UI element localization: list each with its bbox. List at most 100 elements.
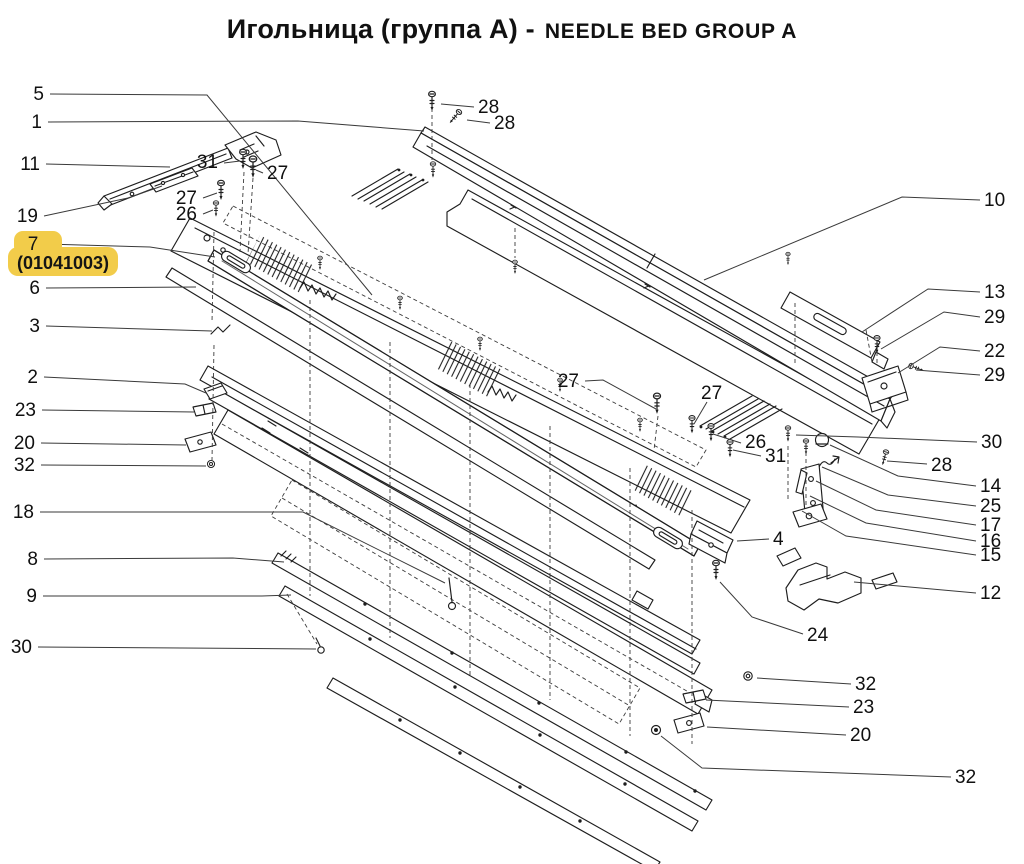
screw-icon <box>397 295 403 311</box>
screw-icon <box>637 417 643 433</box>
callout-label-19[interactable]: 19 <box>17 206 38 227</box>
nut-32-icon <box>743 671 753 681</box>
callouts-layer: 5111197632232032188930282831272726272726… <box>11 84 1005 788</box>
leader-line-16 <box>809 495 977 542</box>
callout-label-25[interactable]: 25 <box>980 496 1001 517</box>
callout-label-20[interactable]: 20 <box>850 725 871 746</box>
leader-line-10 <box>703 196 981 281</box>
screw-icon <box>477 336 483 352</box>
callout-label-8[interactable]: 8 <box>27 549 38 570</box>
callout-label-15[interactable]: 15 <box>980 545 1001 566</box>
callout-label-13[interactable]: 13 <box>984 282 1005 303</box>
leader-line-3 <box>45 325 213 332</box>
callout-label-32[interactable]: 32 <box>14 455 35 476</box>
leader-line-26 <box>712 433 742 444</box>
plate-20-right <box>673 712 705 734</box>
part-7-highlighted-strip[interactable] <box>207 249 701 557</box>
leader-line-4 <box>736 538 770 542</box>
plate-20-left <box>184 431 217 453</box>
title-english: NEEDLE BED GROUP A <box>544 20 798 43</box>
leader-line-25 <box>821 466 977 507</box>
callout-label-20[interactable]: 20 <box>14 433 35 454</box>
screw-28b-icon <box>447 107 464 126</box>
leader-line-17 <box>815 480 977 526</box>
callout-label-28[interactable]: 28 <box>931 455 952 476</box>
callout-label-3[interactable]: 3 <box>29 316 40 337</box>
callout-label-2[interactable]: 2 <box>27 367 38 388</box>
callout-label-17[interactable]: 17 <box>980 515 1001 536</box>
callout-label-6[interactable]: 6 <box>29 278 40 299</box>
small-plate <box>871 572 898 590</box>
callout-label-31[interactable]: 31 <box>765 446 786 467</box>
part-4-bracket <box>688 520 734 564</box>
callout-label-10[interactable]: 10 <box>984 190 1005 211</box>
assembly-axis-lines <box>211 108 878 744</box>
callout-label-4[interactable]: 4 <box>773 529 784 550</box>
bottom-strip-9 <box>278 585 699 832</box>
hidden-part-18 <box>270 479 641 725</box>
badge-part-code: (01041003) <box>17 253 109 273</box>
clip-23-left <box>192 402 217 417</box>
mid-rails <box>199 365 713 715</box>
leader-line-24 <box>719 581 804 635</box>
callout-label-14[interactable]: 14 <box>980 476 1002 497</box>
callout-label-11[interactable]: 11 <box>20 154 40 175</box>
bracket-15-16-17 <box>792 463 828 528</box>
callout-label-18[interactable]: 18 <box>13 502 34 523</box>
bottom-strip-lower <box>326 677 661 864</box>
leader-line-30 <box>795 434 978 443</box>
screw-24-icon <box>712 559 720 581</box>
cap-14 <box>814 432 830 448</box>
callout-label-26[interactable]: 26 <box>745 432 766 453</box>
callout-label-1[interactable]: 1 <box>31 112 42 133</box>
callout-label-30[interactable]: 30 <box>11 637 32 658</box>
arrow-icon <box>830 455 840 464</box>
badge-part-number: 7 <box>28 234 39 255</box>
leader-line-14 <box>829 444 977 487</box>
needle-bundle-top <box>351 168 429 210</box>
part-22-bracket <box>861 365 909 413</box>
leader-line-23 <box>41 409 195 413</box>
callout-label-31[interactable]: 31 <box>197 152 218 173</box>
leader-line-29 <box>915 369 981 376</box>
callout-label-24[interactable]: 24 <box>807 625 829 646</box>
callout-label-27[interactable]: 27 <box>558 371 579 392</box>
leader-line-9 <box>43 594 292 597</box>
leader-line-7 <box>45 243 216 258</box>
callout-label-29[interactable]: 29 <box>984 307 1005 328</box>
screw-28-right-icon <box>879 448 890 467</box>
screw-icon <box>785 251 791 266</box>
callout-label-29[interactable]: 29 <box>984 365 1005 386</box>
bracket-2 <box>203 382 228 400</box>
callout-label-23[interactable]: 23 <box>853 697 874 718</box>
callout-label-27[interactable]: 27 <box>267 163 288 184</box>
leader-line-15 <box>801 510 977 556</box>
leader-line-5 <box>49 93 373 296</box>
callout-label-5[interactable]: 5 <box>33 84 44 105</box>
leader-line-27 <box>255 169 264 174</box>
leader-line-6 <box>45 286 197 289</box>
callout-label-28[interactable]: 28 <box>478 97 499 118</box>
leader-line-20 <box>706 726 847 736</box>
callout-label-16[interactable]: 16 <box>980 531 1001 552</box>
part-12-piece <box>785 562 862 611</box>
callout-label-23[interactable]: 23 <box>15 400 36 421</box>
callout-label-32[interactable]: 32 <box>955 767 976 788</box>
page-title: Игольница (группа А) - NEEDLE BED GROUP … <box>0 14 1024 45</box>
leader-line-12 <box>853 581 977 594</box>
screw-32-left-icon <box>206 459 216 469</box>
callout-label-26[interactable]: 26 <box>176 204 197 225</box>
callout-label-30[interactable]: 30 <box>981 432 1002 453</box>
leader-line-8 <box>43 557 285 563</box>
callout-label-27[interactable]: 27 <box>701 383 722 404</box>
selected-part-badge[interactable]: 7 (01041003) <box>8 231 118 276</box>
leader-line-27 <box>202 192 218 199</box>
screw-31-icon <box>726 439 734 458</box>
callout-label-32[interactable]: 32 <box>855 674 876 695</box>
clip-3 <box>210 324 231 335</box>
callout-label-22[interactable]: 22 <box>984 341 1005 362</box>
callout-label-27[interactable]: 27 <box>176 188 197 209</box>
callout-label-9[interactable]: 9 <box>26 586 37 607</box>
callout-label-12[interactable]: 12 <box>980 583 1001 604</box>
callout-label-28[interactable]: 28 <box>494 113 515 134</box>
